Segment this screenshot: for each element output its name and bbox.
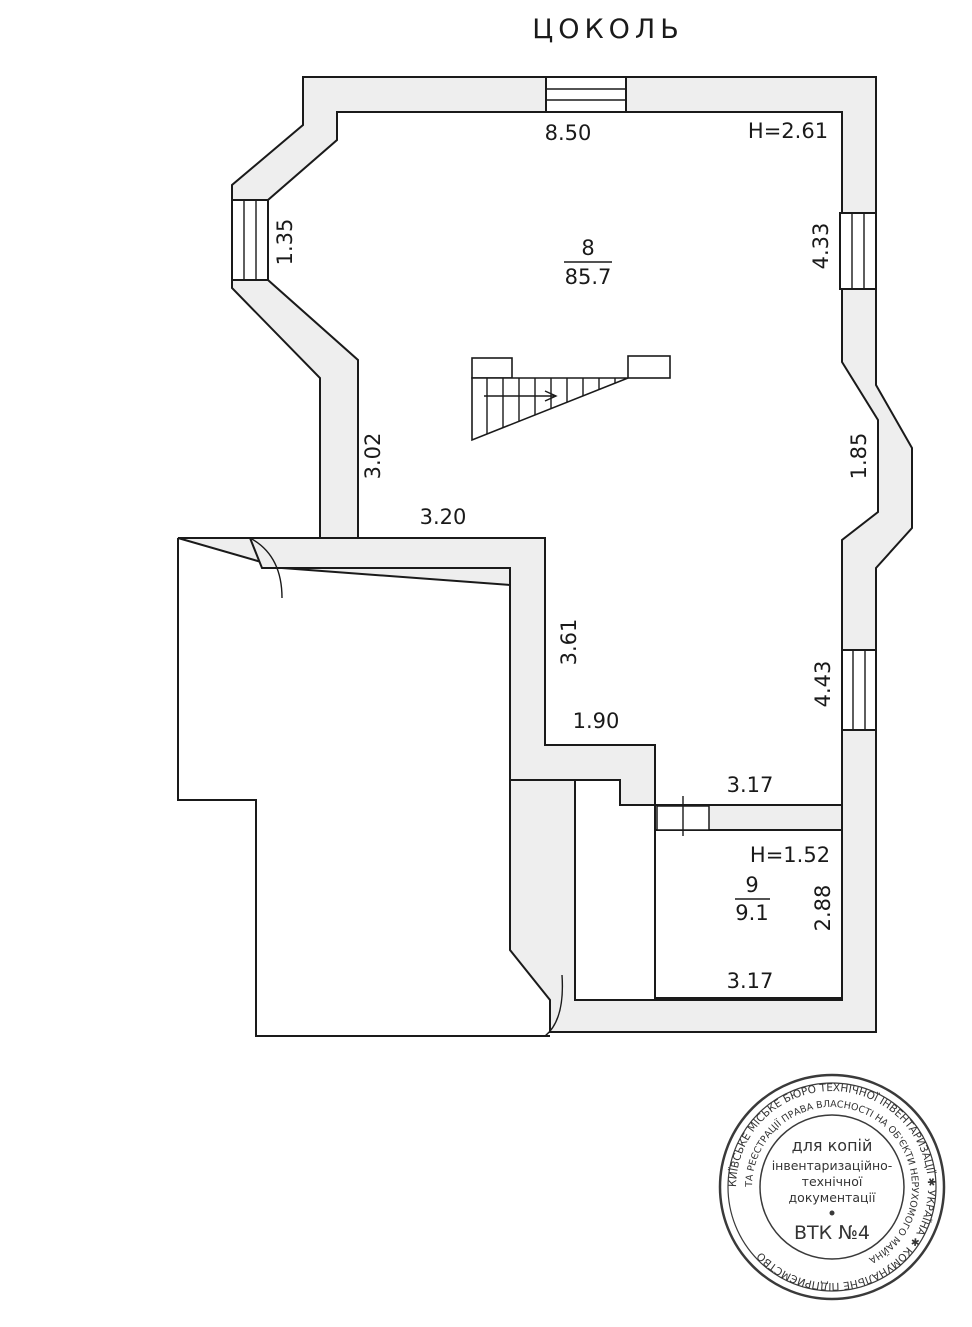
- staircase: [471, 355, 671, 442]
- stamp-code: ВТК №4: [794, 1222, 870, 1244]
- doorway-room9: [656, 796, 710, 836]
- window-left: [231, 199, 269, 281]
- dim-left-bay: 1.35: [273, 219, 297, 266]
- window-right-upper: [839, 212, 877, 290]
- dim-right-upper: 4.33: [809, 223, 833, 270]
- official-stamp: КИЇВСЬКЕ МІСЬКЕ БЮРО ТЕХНІЧНОЇ ІНВЕНТАРИ…: [718, 1073, 946, 1301]
- room9-outline: [654, 830, 842, 999]
- door-swing-bottom: [544, 974, 564, 1037]
- partition-wall: [248, 537, 656, 806]
- room8-area: 85.7: [565, 265, 612, 289]
- dim-room9-top: 3.17: [727, 773, 774, 797]
- dim-right-lower: 4.43: [811, 661, 835, 708]
- dim-step-vertical: 3.61: [557, 619, 581, 666]
- dim-left-inner: 3.02: [361, 433, 385, 480]
- room9-area: 9.1: [735, 901, 768, 925]
- stamp-line2: інвентаризаційно-: [772, 1158, 893, 1173]
- room9-height: H=1.52: [750, 843, 830, 867]
- door-swing-top: [249, 537, 283, 599]
- stamp-line3: технічної: [802, 1174, 863, 1189]
- dim-step-horizontal: 3.20: [420, 505, 467, 529]
- dim-room9-bottom: 3.17: [727, 969, 774, 993]
- dim-top-wall: 8.50: [545, 121, 592, 145]
- stamp-line4: документації: [789, 1190, 876, 1205]
- stamp-line1: для копій: [792, 1136, 873, 1155]
- window-top: [545, 76, 627, 113]
- dim-right-bay: 1.85: [847, 433, 871, 480]
- dim-room9-right: 2.88: [811, 885, 835, 932]
- room8-number: 8: [581, 236, 594, 260]
- room9-number: 9: [745, 873, 758, 897]
- dim-inner-horizontal: 1.90: [573, 709, 620, 733]
- window-right-lower: [841, 649, 877, 731]
- room8-height: H=2.61: [748, 119, 828, 143]
- annex-outline: [177, 538, 550, 1037]
- plan-title: ЦОКОЛЬ: [532, 14, 683, 45]
